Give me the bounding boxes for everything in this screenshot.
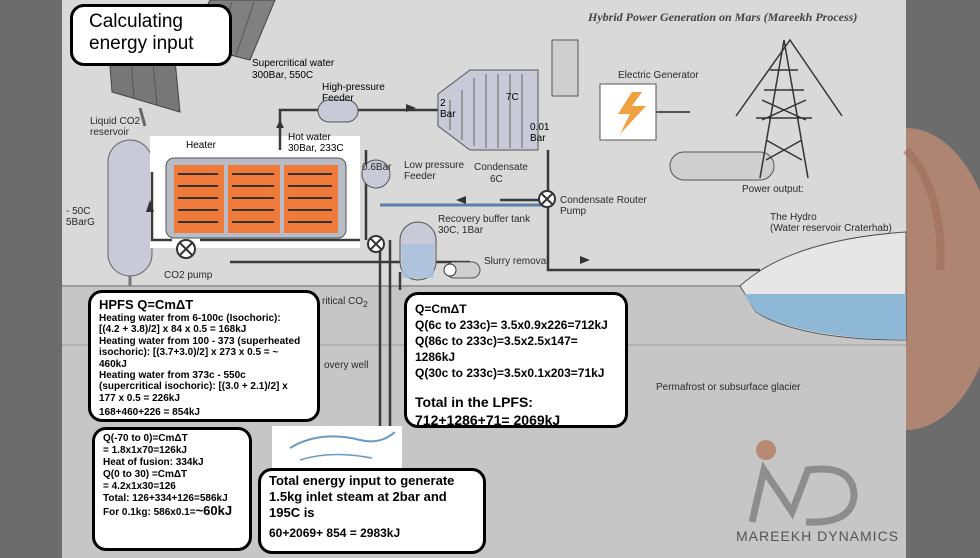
label-turbine-2bar-1: 2	[440, 98, 446, 109]
label-hp-feeder-2: Feeder	[322, 93, 354, 104]
label-hydro-1: The Hydro	[770, 212, 817, 223]
label-hot-water-2: 30Bar, 233C	[288, 143, 344, 154]
ice-line: = 4.2x1x30=126	[103, 481, 176, 492]
flow-arrows	[146, 104, 590, 264]
total-line: 195C is	[269, 505, 315, 520]
label-06bar: 0.6Bar	[362, 162, 392, 173]
hpfs-line: Heating water from 6-100c (Isochoric):	[99, 313, 281, 324]
label-supercritical: Supercritical water	[252, 58, 335, 69]
label-hot-water-1: Hot water	[288, 132, 331, 143]
brand-text: MAREEKH DYNAMICS	[736, 528, 900, 544]
label-liquid-co2-1: Liquid CO2	[90, 116, 141, 127]
co2-pump	[176, 239, 196, 259]
logo-md-glyph	[748, 461, 858, 526]
ice-line: Q(0 to 30) =CmΔT	[103, 469, 188, 480]
mars-planet	[906, 128, 980, 430]
co2-reservoir	[107, 139, 153, 277]
label-router-2: Pump	[560, 206, 587, 217]
ice-line: Q(-70 to 0)=CmΔT	[103, 433, 188, 444]
label-liquid-co2-2: reservoir	[90, 127, 129, 138]
ice-last-line: For 0.1kg: 586x0.1=~60kJ	[103, 503, 241, 519]
label-co2-pump: CO2 pump	[164, 270, 213, 281]
label-recovery-2: 30C, 1Bar	[438, 225, 484, 236]
lpfs-header: Q=CmΔT	[415, 302, 467, 316]
label-turbine-001-1: 0.01	[530, 122, 550, 133]
label-critical-co2: ritical CO2	[322, 296, 368, 310]
total-energy-box: Total energy input to generate 1.5kg inl…	[258, 468, 486, 554]
hpfs-line: Heating water from 373c - 550c	[99, 370, 246, 382]
ice-melting-box: Q(-70 to 0)=CmΔT = 1.8x1x70=126kJ Heat o…	[92, 427, 252, 551]
transformer	[669, 151, 775, 181]
hydro-water	[744, 294, 906, 340]
label-slurry: Slurry removal	[484, 256, 549, 267]
label-co2-cond-1: - 50C	[66, 206, 91, 217]
logo-planet	[756, 440, 776, 460]
hpfs-header: HPFS Q=CmΔT	[99, 297, 194, 312]
label-critical-sub: 2	[363, 299, 368, 309]
hpfs-line: 177 x 0.5 = 226kJ	[99, 392, 180, 404]
ice-line: Heat of fusion: 334kJ	[103, 457, 204, 468]
lpfs-line: Q(30c to 233c)=3.5x0.1x203=71kJ	[415, 366, 605, 380]
label-supercritical-cond: 300Bar, 550C	[252, 70, 314, 81]
label-condensate-2: 6C	[490, 174, 503, 185]
diagram-title: Hybrid Power Generation on Mars (Mareekh…	[588, 10, 858, 24]
lpfs-box: Q=CmΔT Q(6c to 233c)= 3.5x0.9x226=712kJ …	[404, 292, 628, 428]
label-co2-cond-2: 5BarG	[66, 217, 95, 228]
lpfs-line: Q(6c to 233c)= 3.5x0.9x226=712kJ	[415, 318, 608, 332]
title-line-2: energy input	[89, 33, 194, 54]
label-turbine-7c: 7C	[506, 92, 519, 103]
ice-last-prefix: For 0.1kg: 586x0.1=	[103, 507, 196, 518]
label-turbine-2bar-2: Bar	[440, 109, 456, 120]
label-lp-feeder-2: Feeder	[404, 171, 436, 182]
total-line: Total energy input to generate	[269, 473, 455, 488]
label-recovery-1: Recovery buffer tank	[438, 214, 531, 225]
ice-line: = 1.8x1x70=126kJ	[103, 445, 187, 456]
lpfs-line: Q(86c to 233c)=3.5x2.5x147= 1286kJ	[415, 334, 578, 364]
ice-last-value: ~60kJ	[195, 503, 233, 518]
label-lp-feeder-1: Low pressure	[404, 160, 465, 171]
ice-line: Total: 126+334+126=586kJ	[103, 493, 228, 504]
mars-band	[903, 147, 945, 271]
total-sum: 60+2069+ 854 = 2983kJ	[269, 526, 401, 540]
hpfs-total: 168+460+226 = 854kJ	[99, 407, 200, 419]
label-permafrost: Permafrost or subsurface glacier	[656, 382, 801, 393]
hpfs-line: [(4.2 + 3.8)/2] x 84 x 0.5 = 168kJ	[99, 324, 247, 336]
hpfs-line: Heating water from 100 - 373 (superheate…	[99, 335, 301, 347]
power-pylon	[735, 38, 843, 179]
label-hp-feeder-1: High-pressure	[322, 82, 385, 93]
title-line-1: Calculating	[89, 11, 183, 32]
turbine	[437, 69, 539, 151]
label-condensate-1: Condensate	[474, 162, 528, 173]
hp-feeder	[317, 99, 359, 123]
lpfs-total-title: Total in the LPFS:	[415, 394, 533, 410]
label-electric-generator: Electric Generator	[618, 70, 699, 81]
lightning-icon	[618, 92, 646, 134]
label-turbine-001-2: Bar	[530, 133, 546, 144]
hpfs-line: isochoric): [(3.7+3.0)/2] x 273 x 0.5 = …	[99, 347, 279, 359]
label-router-1: Condensate Router	[560, 195, 647, 206]
hpfs-line: 460kJ	[99, 358, 127, 370]
ice-well-area	[272, 426, 402, 472]
label-heater: Heater	[186, 140, 217, 151]
hpfs-line: (supercritical isochoric): [(3.0 + 2.1)/…	[99, 381, 288, 393]
total-line: 1.5kg inlet steam at 2bar and	[269, 489, 447, 504]
lp-feeder	[361, 159, 391, 189]
generator-shaft	[551, 39, 579, 97]
mareekh-logo	[748, 440, 858, 526]
label-hydro-2: (Water reservoir Craterhab)	[770, 223, 892, 234]
label-critical-text: ritical CO	[322, 296, 364, 307]
mixing-pump	[367, 235, 385, 253]
condensate-router-pump	[538, 190, 556, 208]
title-box: Calculating energy input	[70, 4, 232, 66]
hpfs-box: HPFS Q=CmΔT Heating water from 6-100c (I…	[88, 290, 320, 422]
label-power-output: Power output:	[742, 184, 804, 195]
lpfs-total-value: 712+1286+71= 2069kJ	[415, 412, 561, 428]
label-recovery-well: overy well	[324, 360, 369, 371]
